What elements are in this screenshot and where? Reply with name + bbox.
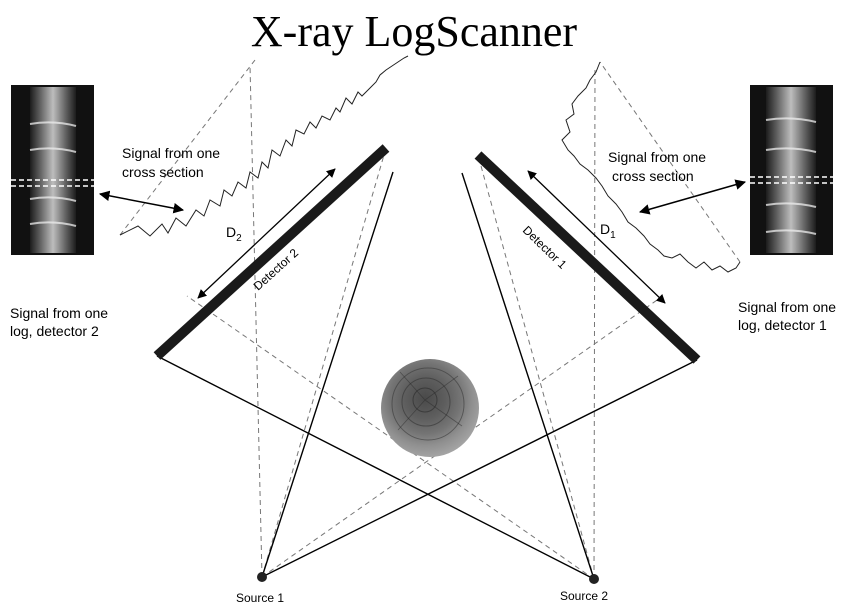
signal-log-detector-2-label: Signal from one log, detector 2	[10, 305, 112, 339]
signal-cross-section-label-left: Signal from one cross section	[122, 145, 224, 180]
signal-arrow-left	[98, 190, 185, 214]
d2-label: D2	[226, 224, 242, 244]
signal-log-detector-1-label: Signal from one log, detector 1	[738, 299, 840, 333]
xray-log-image-left	[11, 85, 94, 255]
page-title: X-ray LogScanner	[251, 7, 578, 56]
signal-trace-detector-1	[561, 61, 741, 273]
source-2-icon	[589, 574, 599, 584]
signal-cross-section-label-right: Signal from one cross section	[608, 149, 710, 184]
xray-log-image-right	[750, 85, 833, 255]
log-cross-section	[381, 359, 479, 457]
source-1-icon	[257, 572, 267, 582]
detector-1-bar	[474, 151, 701, 364]
beam-boundaries	[156, 171, 698, 580]
signal-arrow-right	[638, 179, 747, 215]
d1-distance-arrow	[527, 170, 666, 304]
source-1-label: Source 1	[236, 591, 284, 605]
source-2-label: Source 2	[560, 589, 608, 603]
signal-trace-detector-2	[119, 55, 409, 237]
d1-label: D1	[600, 221, 616, 241]
d2-distance-arrow	[197, 168, 336, 299]
